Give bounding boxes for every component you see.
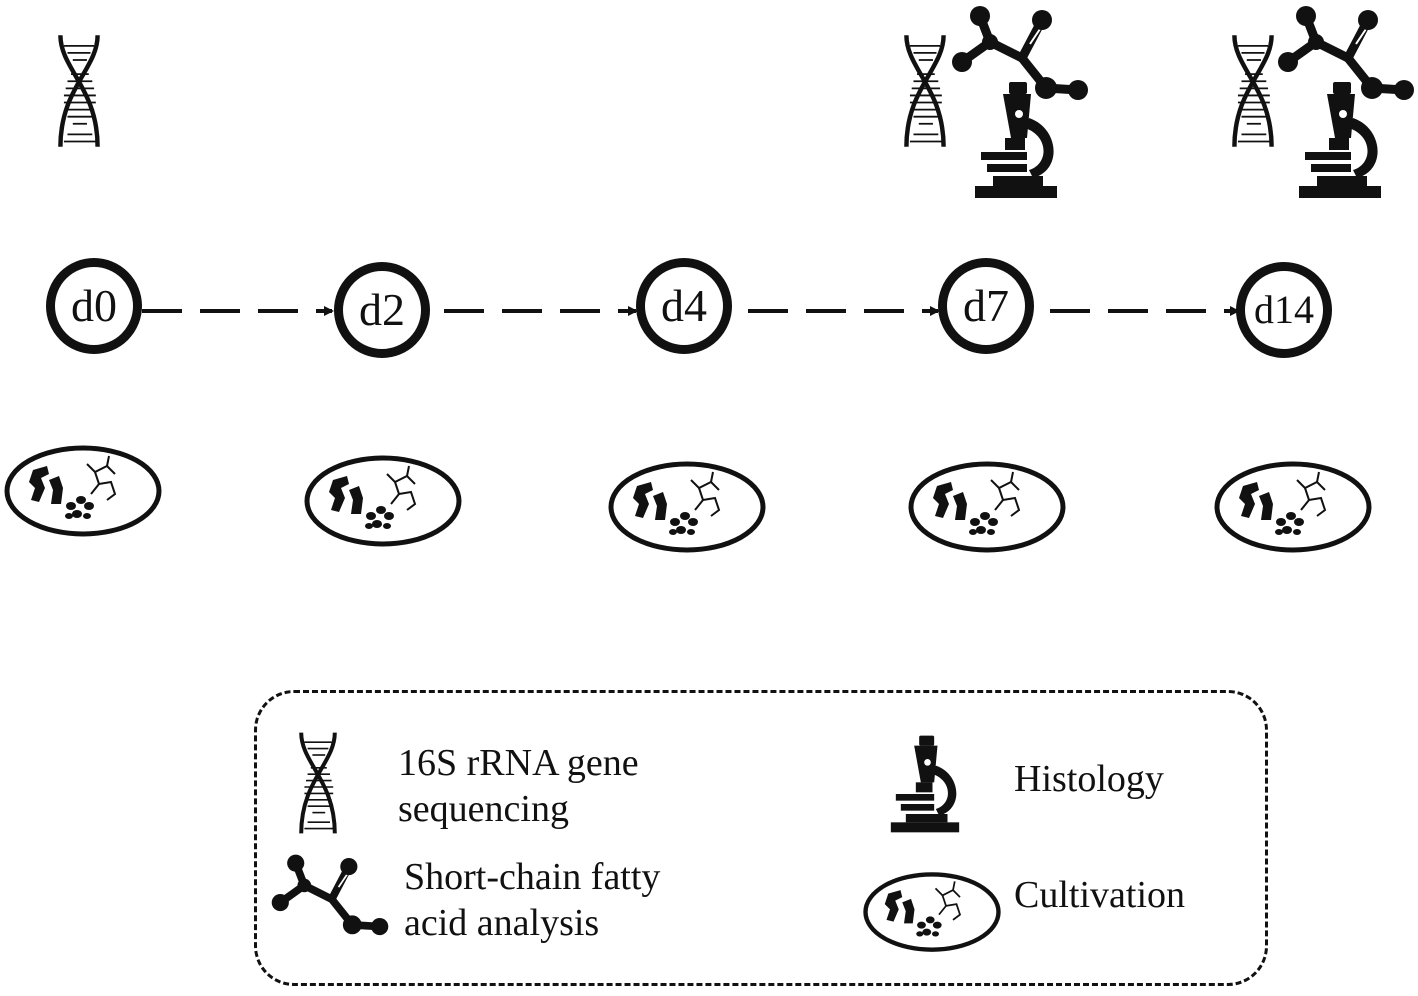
timepoint-d4: d4 [636, 258, 732, 354]
timepoint-label: d4 [661, 280, 707, 331]
timepoint-d14: d14 [1236, 262, 1332, 358]
timepoint-label: d14 [1254, 287, 1314, 332]
timepoint-d0: d0 [46, 258, 142, 354]
microscope-icon [886, 734, 964, 834]
legend-box [254, 690, 1268, 986]
petri-dish-icon [2, 444, 164, 538]
petri-dish-icon [906, 460, 1068, 554]
legend-sequencing-label: 16S rRNA gene sequencing [398, 742, 639, 830]
timepoint-d7: d7 [938, 258, 1034, 354]
petri-dish-icon [1212, 460, 1374, 554]
petri-dish-icon [302, 454, 464, 548]
molecule-icon [270, 852, 390, 948]
timepoint-label: d7 [963, 280, 1009, 331]
legend-cultivation-label: Cultivation [1014, 874, 1185, 916]
timepoint-label: d0 [71, 280, 117, 331]
petri-dish-icon [606, 460, 768, 554]
legend-histology-label: Histology [1014, 758, 1164, 800]
legend-scfa-label: Short-chain fatty acid analysis [404, 856, 661, 944]
petri-dish-icon [862, 870, 1002, 954]
dna-helix-icon [290, 728, 346, 838]
timeline-arrows [142, 306, 1240, 316]
timepoint-label: d2 [359, 284, 405, 335]
timepoint-d2: d2 [334, 262, 430, 358]
